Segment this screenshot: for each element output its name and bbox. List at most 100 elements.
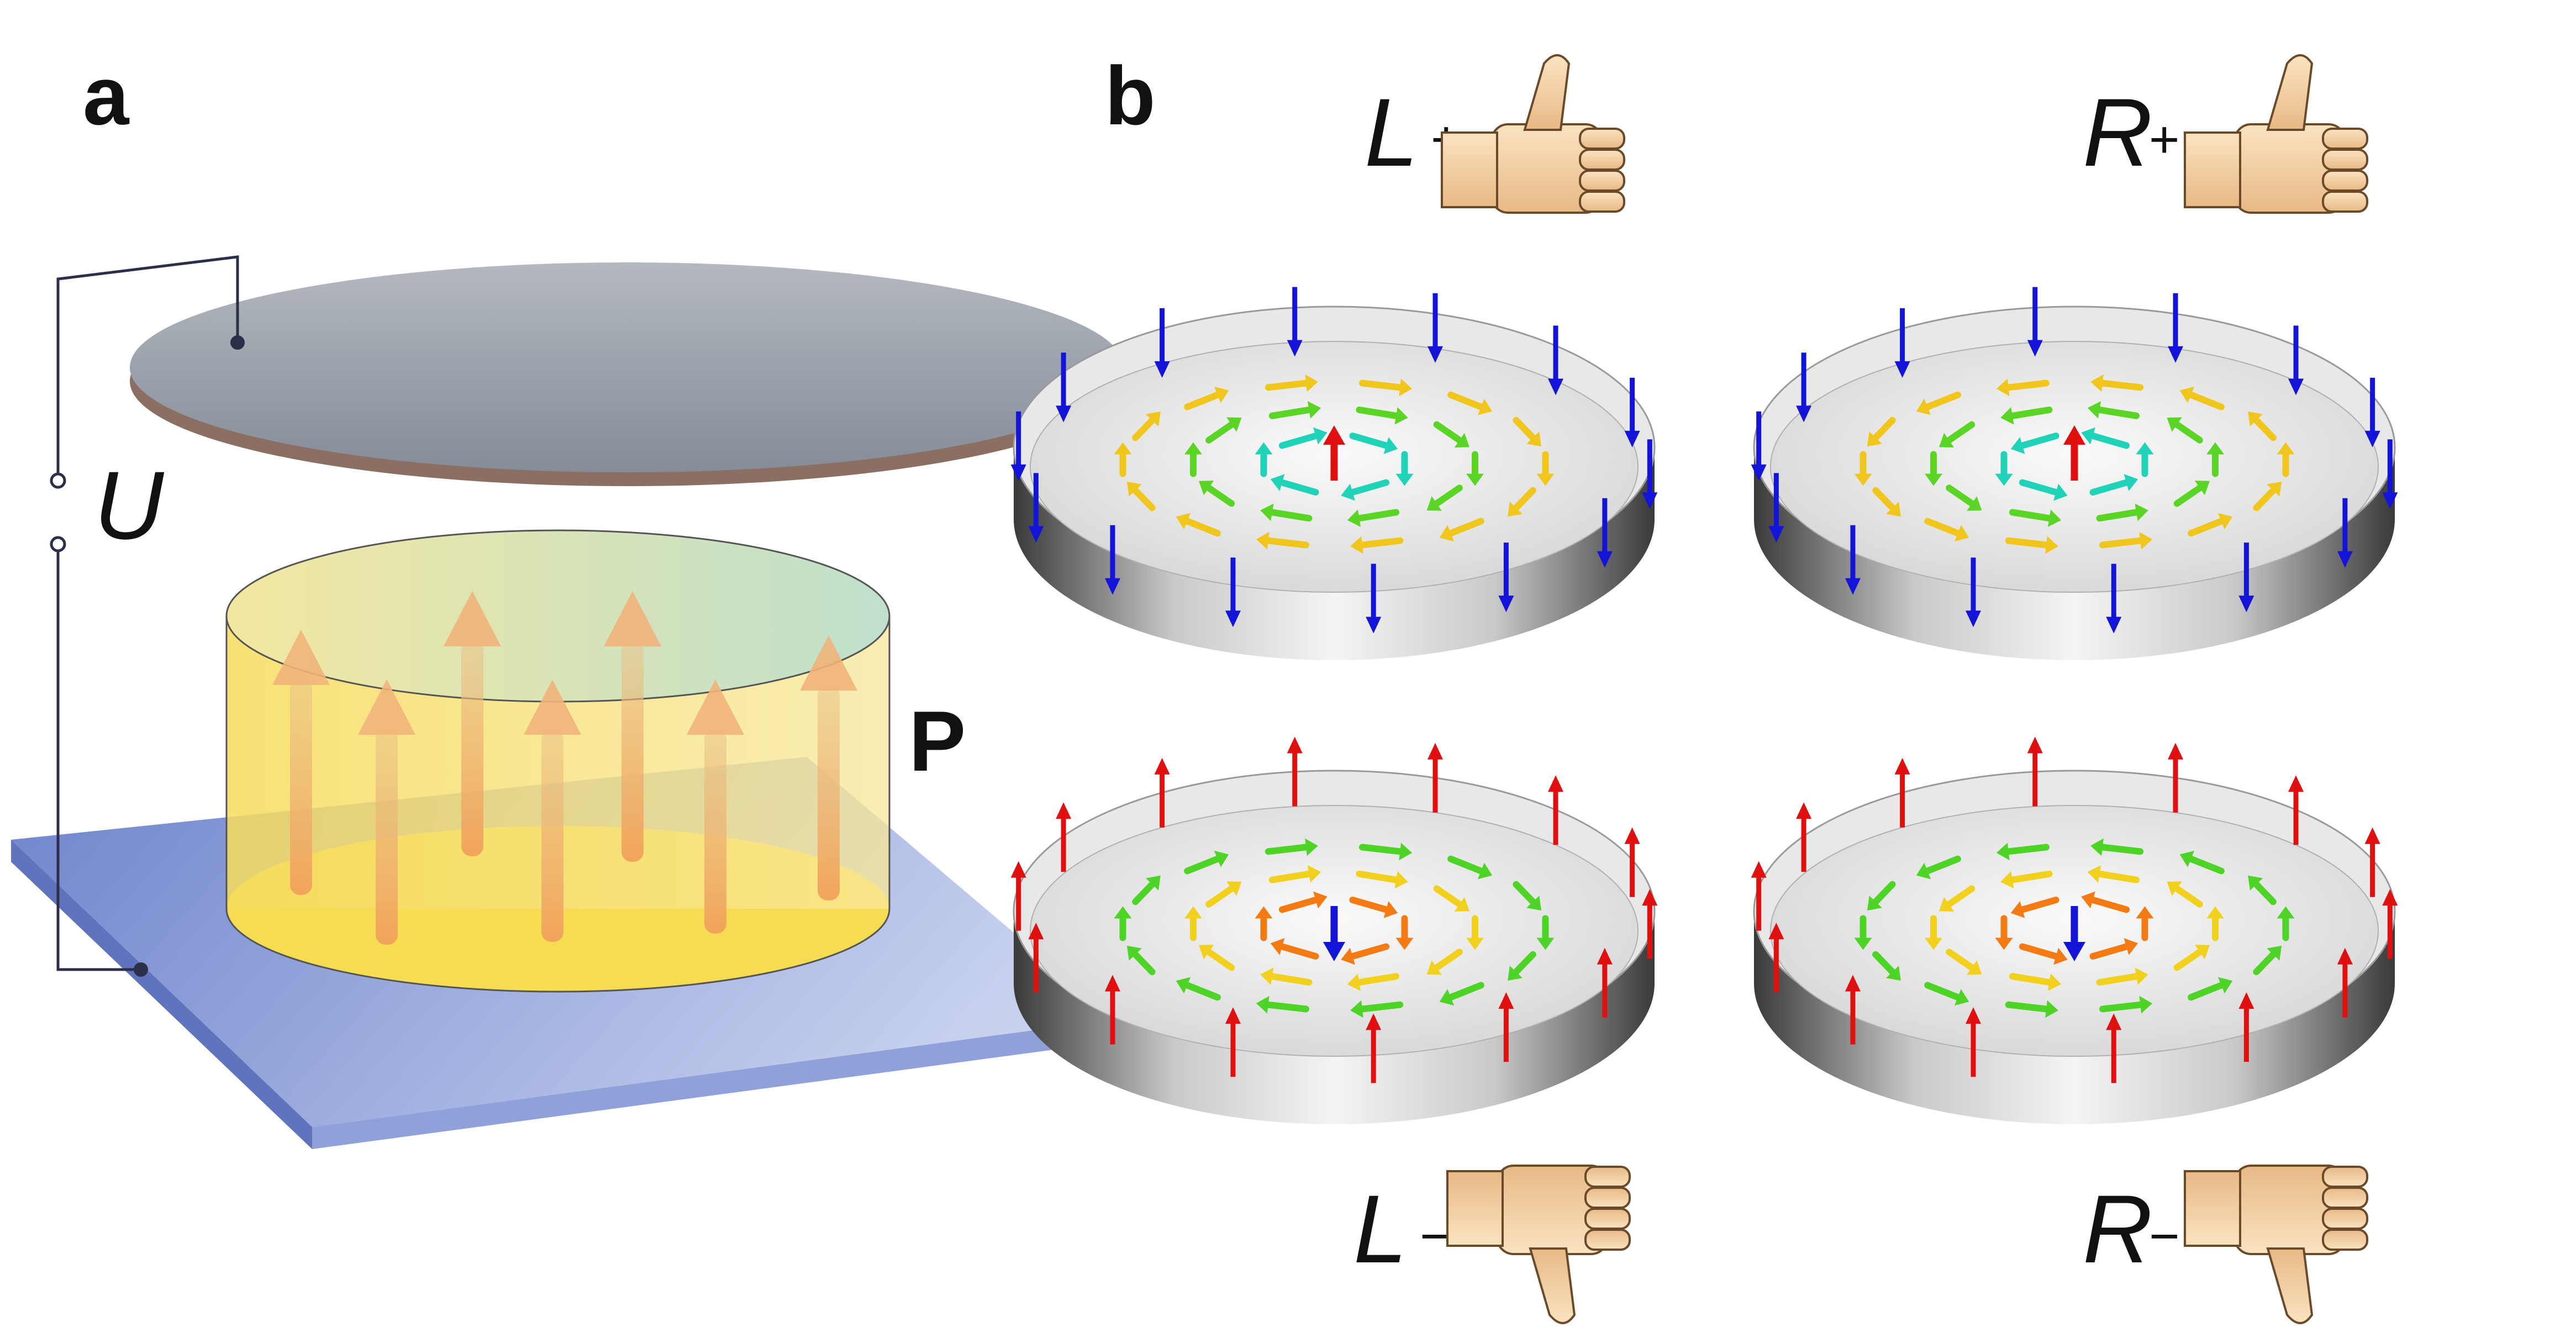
polarization-arrow [524,680,581,942]
field-arrow [2253,481,2282,512]
field-arrow [2090,374,2144,392]
field-arrow [2173,944,2210,971]
rim-arrow [1548,325,1564,396]
rim-arrow [1548,775,1564,845]
field-arrow [2206,442,2224,477]
field-arrow [1184,906,1202,941]
field-arrow [2009,973,2062,991]
polarization-arrow [272,630,330,895]
field-arrow [1867,417,1896,447]
field-arrow [2167,881,2203,908]
rim-arrow [1056,802,1072,872]
field-arrow [2167,417,2203,444]
rim-arrow [1498,992,1514,1062]
field-arrow [1350,1000,1404,1018]
panel-b: b L+R+L−R− [1010,49,2398,1324]
panel-b-letter: b [1105,49,1156,142]
field-arrow [2087,865,2140,883]
field-arrow [1349,433,1398,454]
rim-arrow [1768,473,1784,543]
field-arrow [1347,509,1400,527]
field-arrow [1126,481,1156,512]
rim-arrow [1427,742,1444,813]
panel-a: a U P [11,49,1124,1149]
field-arrow [1867,881,1896,911]
state-symbol: R [2083,1176,2152,1283]
field-arrow [1349,897,1398,918]
field-arrow [1939,885,1976,912]
field-arrow [2081,891,2130,913]
field-arrow [2179,386,2225,410]
field-arrow [1265,374,1318,392]
rim-arrow [1225,557,1241,628]
field-arrow [2248,411,2277,441]
field-arrow [1395,915,1414,950]
rim-arrow [1894,308,1910,378]
vector-field [1114,374,1555,554]
rim-arrow [1154,308,1170,378]
rim-arrow [1796,352,1812,423]
field-arrow [1433,885,1469,912]
bottom-contact-dot [134,962,148,977]
field-arrow [1199,480,1235,507]
rim-arrow [1796,802,1812,872]
field-arrow [2081,427,2130,449]
vector-field [1114,838,1555,1018]
field-arrow [1268,401,1321,419]
field-arrow [1341,479,1390,501]
field-arrow [2099,996,2153,1014]
thumbs-down-icon [2184,1165,2368,1324]
field-arrow [2089,474,2138,496]
state-Lminus: L− [1010,736,1658,1324]
terminal-bottom [50,536,66,552]
field-arrow [1350,536,1404,554]
field-arrow [1184,850,1229,875]
field-arrow [1916,391,1961,415]
disk [1013,306,1656,660]
field-arrow [1433,421,1469,448]
field-arrow [2087,401,2140,419]
core-arrow [2063,425,2085,481]
rim-arrow [1768,923,1784,993]
field-arrow [1536,915,1555,950]
rim-arrow [1965,557,1981,628]
field-arrow [1508,951,1536,981]
state-sign: + [2149,110,2179,169]
vector-field [1854,374,2295,554]
rim-arrow [2288,775,2304,845]
core-arrow [1323,425,1345,481]
state-Rplus: R+ [1751,54,2398,660]
rim-arrow [2106,563,2122,634]
rim-arrow [1624,827,1640,897]
rim-arrow [1624,377,1640,447]
rim-arrow [1498,543,1514,613]
rim-arrow [1597,498,1613,568]
field-arrow [2206,906,2224,941]
field-arrow [1114,442,1132,477]
rim-arrow [2238,543,2254,613]
field-arrow [1184,442,1202,477]
rim-arrow [1028,923,1044,993]
field-arrow [1508,487,1536,517]
field-arrow [1854,915,1872,950]
field-arrow [1270,474,1319,496]
rim-arrow [1642,439,1658,509]
field-arrow [1132,875,1161,905]
field-arrow [1939,421,1976,448]
polarization-arrow [358,680,415,945]
topological-states: L+R+L−R− [1010,54,2398,1324]
rim-arrow [2337,947,2353,1018]
rim-arrows [1751,287,2398,634]
field-arrow [1946,484,1982,511]
field-arrow [2099,531,2153,550]
field-arrow [1872,951,1901,981]
rim-arrow [2382,439,2398,509]
field-arrow [1256,531,1310,550]
field-arrow [1924,982,1969,1006]
state-sign: − [2149,1207,2179,1266]
field-arrow [1114,906,1132,941]
core-arrow [2063,906,2085,961]
rim-arrow [1225,1007,1241,1077]
field-arrow [1358,378,1413,397]
top-electrode [130,262,1124,486]
